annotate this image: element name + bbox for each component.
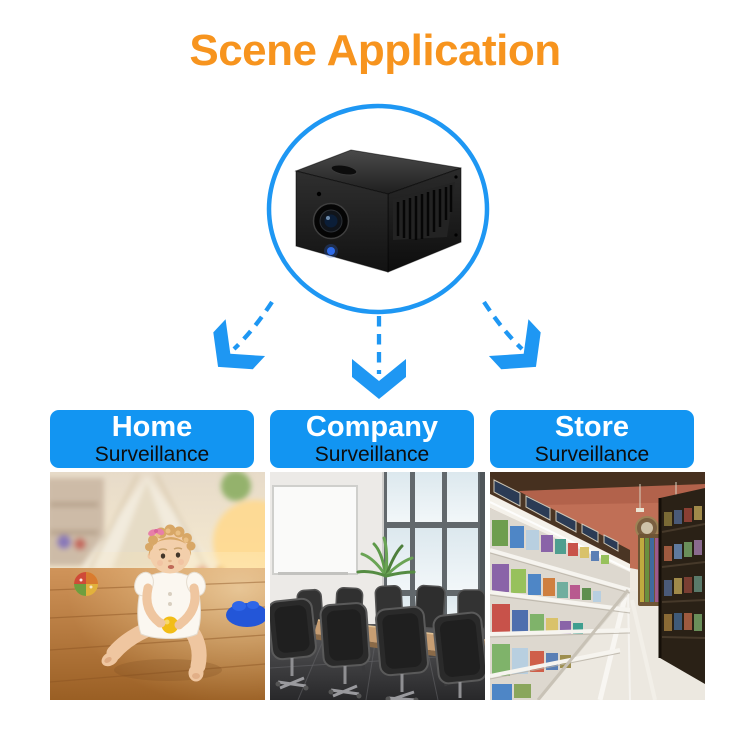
store-photo [490, 472, 705, 700]
store-panel-header: Store Surveillance [490, 410, 694, 468]
front-row-chairs [270, 597, 485, 700]
screw-icon [454, 175, 458, 179]
home-panel-subtitle: Surveillance [94, 443, 210, 466]
camera-top-button [330, 164, 358, 176]
dashed-connector-left [232, 300, 274, 351]
left-shelving [490, 494, 631, 700]
home-photo [50, 472, 265, 700]
home-panel-title: Home [111, 411, 193, 443]
ceiling [490, 472, 705, 492]
shelf-products [492, 520, 609, 700]
store-panel: Store Surveillance [490, 410, 705, 700]
whiteboard [272, 485, 358, 575]
right-shelving [658, 488, 705, 684]
company-panel-title: Company [305, 411, 439, 443]
company-panel-header: Company Surveillance [270, 410, 474, 468]
sign-band [490, 476, 630, 564]
page-title: Scene Application [189, 26, 561, 75]
arrow-down-icon [352, 359, 406, 399]
store-panel-subtitle: Surveillance [534, 443, 650, 466]
mic-hole-icon [316, 191, 322, 197]
shelf-edges [490, 548, 631, 678]
mini-camera-icon [294, 149, 462, 273]
home-panel-header: Home Surveillance [50, 410, 254, 468]
dashed-connector-right [482, 300, 524, 351]
endcap-display [638, 534, 660, 606]
potted-plant-icon [356, 536, 416, 578]
screw-icon [454, 233, 458, 237]
vent-grille [393, 182, 455, 240]
arrow-down-left-icon [213, 319, 266, 370]
arrow-down-right-icon [488, 319, 541, 370]
pink-bow-icon [148, 528, 165, 537]
baby-figure [101, 524, 207, 682]
company-photo [270, 472, 485, 700]
company-panel-subtitle: Surveillance [314, 443, 430, 466]
camera-led-icon [324, 244, 338, 258]
right-shelf-products [664, 506, 702, 631]
camera-lens-icon [312, 202, 350, 240]
company-panel: Company Surveillance [270, 410, 485, 700]
home-panel: Home Surveillance [50, 410, 265, 700]
blue-toy-icon [226, 601, 265, 627]
hero-diagram [213, 103, 541, 399]
toy-ball-icon [74, 572, 98, 596]
store-panel-title: Store [554, 411, 630, 443]
